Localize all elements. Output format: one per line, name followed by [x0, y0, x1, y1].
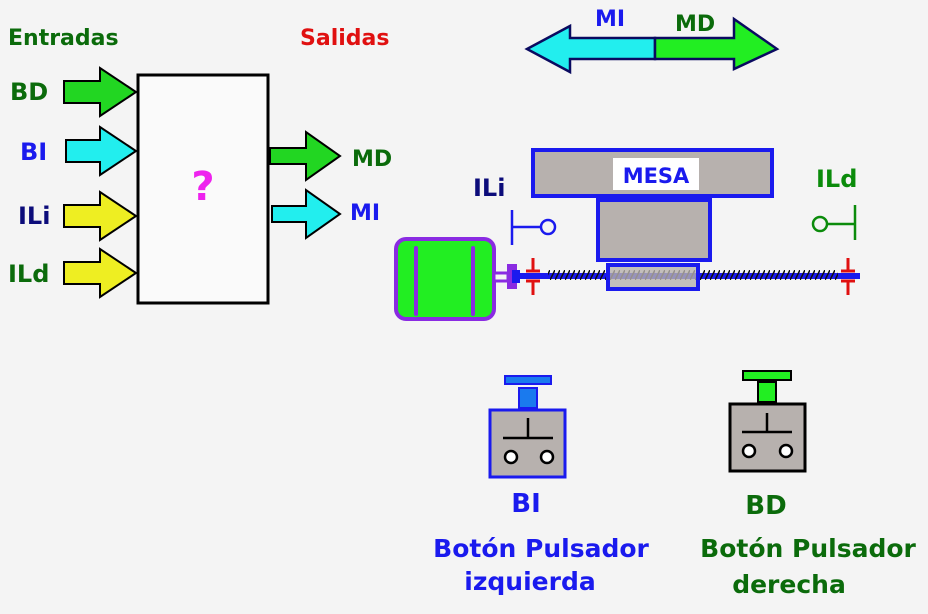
output-arrow-md: [269, 130, 342, 182]
input-label-bd: BD: [10, 78, 48, 106]
direction-label-mi: MI: [595, 7, 625, 32]
button-bd-line2: derecha: [732, 570, 846, 599]
bearing-left: [526, 258, 540, 295]
input-label-ild: ILd: [8, 260, 49, 288]
outputs-heading: Salidas: [300, 26, 389, 51]
limit-switch-right-icon: [811, 205, 857, 240]
motor: [394, 237, 520, 321]
limit-switch-left-icon: [510, 210, 557, 245]
table-body: [596, 198, 712, 262]
limit-left-label: ILi: [473, 174, 505, 202]
bearing-right: [841, 258, 855, 295]
button-bi-line1: Botón Pulsador: [433, 534, 649, 563]
logic-block: [136, 73, 270, 305]
limit-right-label: ILd: [816, 165, 857, 193]
table-label: MESA: [623, 164, 690, 188]
push-button-bd[interactable]: [728, 370, 807, 473]
inputs-heading: Entradas: [8, 26, 119, 51]
button-bi-line2: izquierda: [464, 567, 595, 596]
button-bd-code: BD: [745, 491, 786, 521]
input-arrows: [63, 66, 138, 299]
button-bd-line1: Botón Pulsador: [700, 534, 916, 563]
direction-arrow-right: [653, 16, 780, 71]
input-arrow-bi: [65, 125, 138, 177]
push-button-bi[interactable]: [488, 375, 567, 479]
output-arrow-mi: [271, 188, 342, 240]
screw-nut: [606, 263, 700, 291]
input-arrow-ild: [63, 247, 138, 299]
output-label-mi: MI: [350, 201, 380, 226]
table-label-bg: [613, 158, 699, 190]
output-label-md: MD: [352, 147, 392, 172]
input-arrow-bd: [63, 66, 138, 118]
logic-block-question: ?: [191, 164, 214, 210]
input-arrow-ili: [63, 190, 138, 242]
button-bi-code: BI: [511, 489, 541, 519]
direction-label-md: MD: [675, 12, 715, 37]
input-label-bi: BI: [20, 138, 47, 166]
input-label-ili: ILi: [18, 202, 50, 230]
direction-arrow-left: [524, 23, 657, 75]
